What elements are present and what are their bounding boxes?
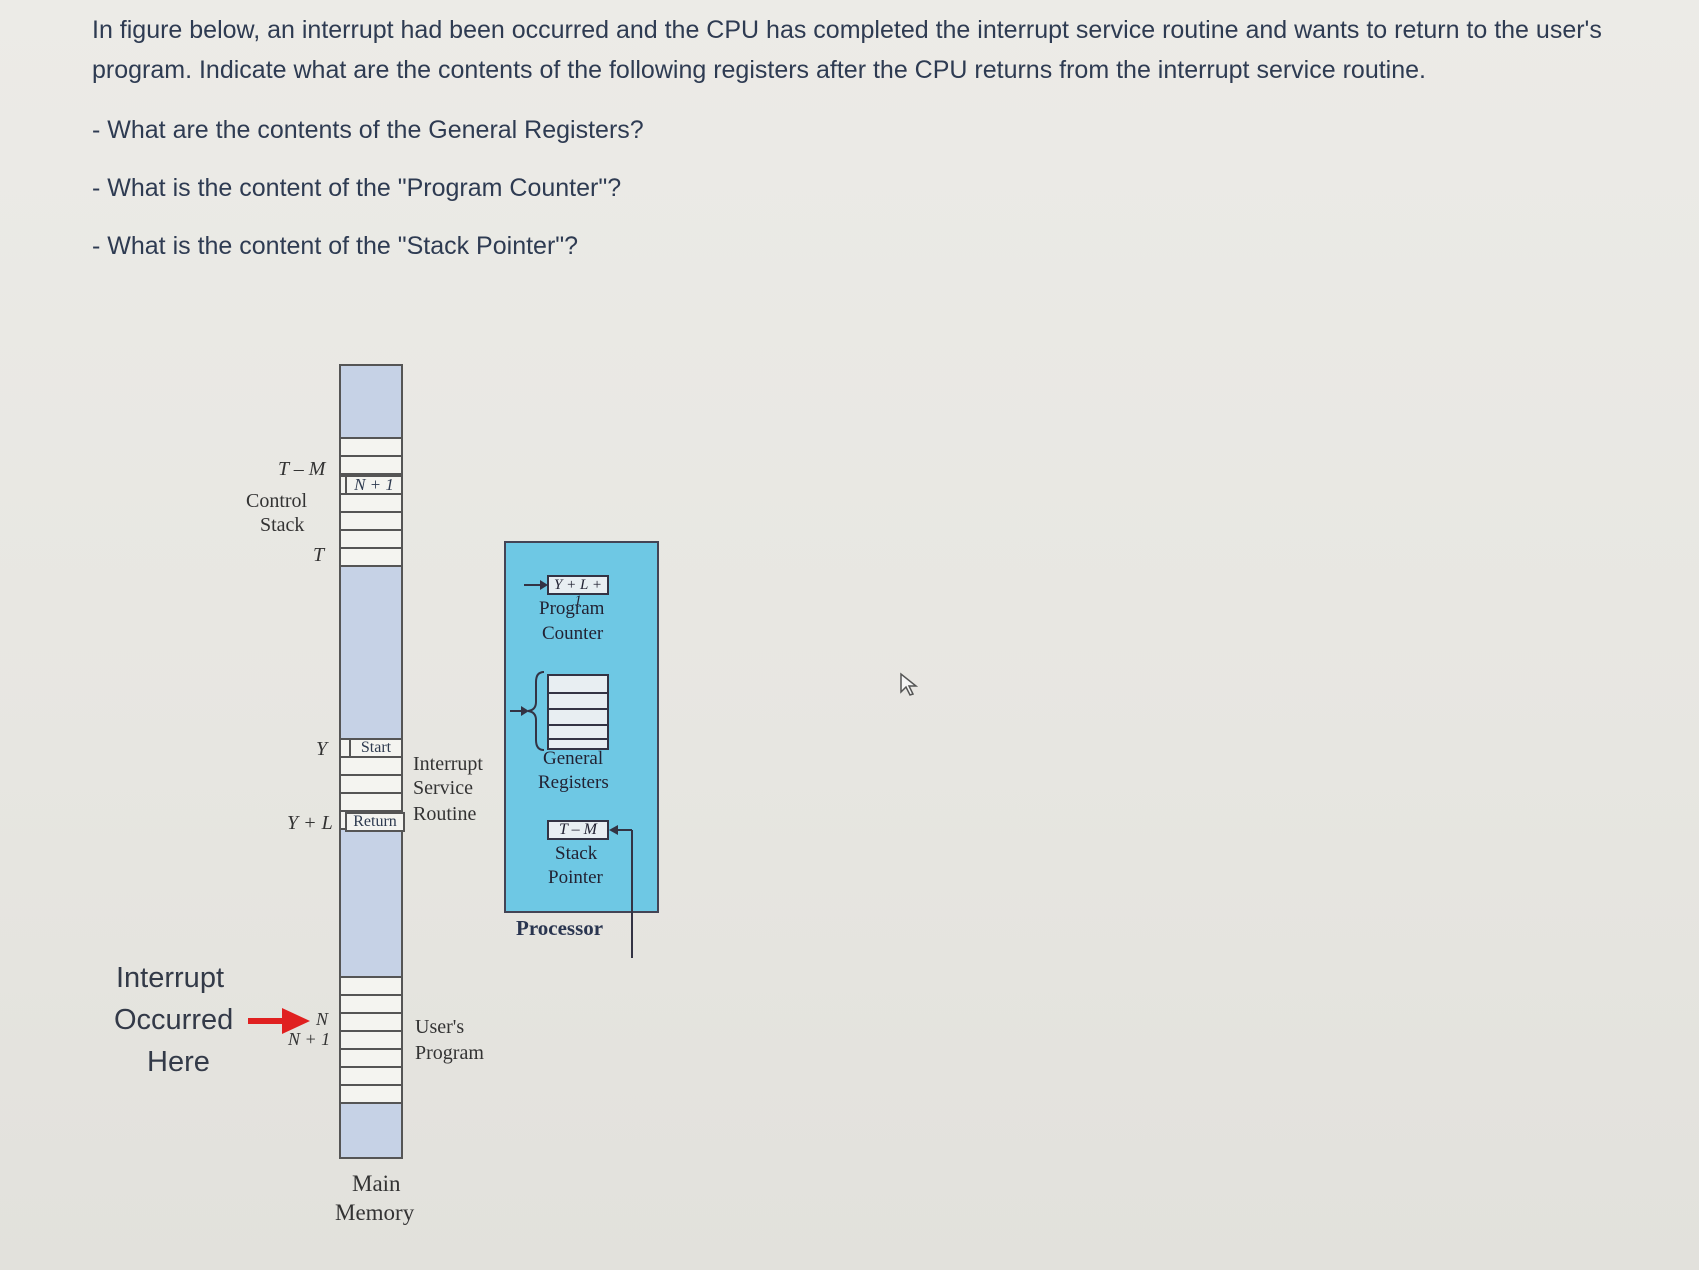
question-program-counter: - What is the content of the "Program Co… <box>92 174 622 202</box>
memory-cell <box>339 1048 403 1068</box>
label-registers: Registers <box>538 772 609 793</box>
label-control: Control <box>246 490 308 512</box>
label-routine: Routine <box>413 803 477 825</box>
label-program-counter-2: Counter <box>542 623 604 644</box>
note-here: Here <box>147 1046 210 1078</box>
label-n: N <box>316 1009 329 1029</box>
question-intro: In figure below, an interrupt had been o… <box>92 16 1602 84</box>
pc-arrow-icon <box>524 580 548 590</box>
sp-arrow-icon <box>609 825 633 958</box>
memory-cell <box>339 1030 403 1050</box>
note-occurred: Occurred <box>114 1004 234 1036</box>
label-y-plus-l: Y + L <box>287 812 333 834</box>
stack-pointer-value: T – M <box>547 820 609 840</box>
question-general-registers: - What are the contents of the General R… <box>92 116 644 144</box>
label-t: T <box>313 544 325 566</box>
start-cell: Start <box>349 738 403 758</box>
label-pointer: Pointer <box>548 867 603 888</box>
interrupt-arrow-icon <box>248 1008 310 1034</box>
label-processor: Processor <box>516 916 604 940</box>
question-stack-pointer: - What is the content of the "Stack Poin… <box>92 232 579 260</box>
memory-cell <box>339 529 403 549</box>
memory-cell <box>339 493 403 513</box>
label-program-counter-1: Program <box>539 598 605 619</box>
label-memory: Memory <box>335 1200 415 1225</box>
label-stack-sp: Stack <box>555 843 598 864</box>
register-divider <box>549 692 607 694</box>
register-divider <box>549 708 607 710</box>
label-y: Y <box>316 738 328 760</box>
label-general: General <box>543 748 604 769</box>
label-program: Program <box>415 1042 484 1064</box>
label-stack: Stack <box>260 514 305 536</box>
program-counter-value: Y + L + 1 <box>547 575 609 609</box>
memory-cell <box>339 455 403 475</box>
memory-cell <box>339 756 403 776</box>
memory-cell <box>339 774 403 794</box>
general-registers-block <box>547 674 609 750</box>
memory-cell <box>339 437 403 457</box>
memory-cell <box>339 1066 403 1086</box>
mouse-cursor-icon <box>900 672 919 696</box>
register-divider <box>549 738 607 740</box>
memory-cell <box>339 1012 403 1032</box>
memory-cell <box>339 976 403 996</box>
memory-cell <box>339 511 403 531</box>
register-divider <box>549 724 607 726</box>
memory-cell <box>339 994 403 1014</box>
label-main: Main <box>352 1171 401 1196</box>
label-n-plus-1: N + 1 <box>288 1029 331 1049</box>
stack-cell-n-plus-1: N + 1 <box>345 475 403 495</box>
memory-cell <box>339 547 403 567</box>
memory-cell <box>339 1084 403 1104</box>
label-service: Service <box>413 777 473 799</box>
label-interrupt: Interrupt <box>413 753 483 775</box>
memory-cell <box>339 792 403 812</box>
label-t-minus-m: T – M <box>278 458 326 480</box>
brace-arrow-icon <box>510 671 545 751</box>
note-interrupt: Interrupt <box>116 962 224 994</box>
return-cell: Return <box>345 812 405 832</box>
label-users: User's <box>415 1016 465 1038</box>
